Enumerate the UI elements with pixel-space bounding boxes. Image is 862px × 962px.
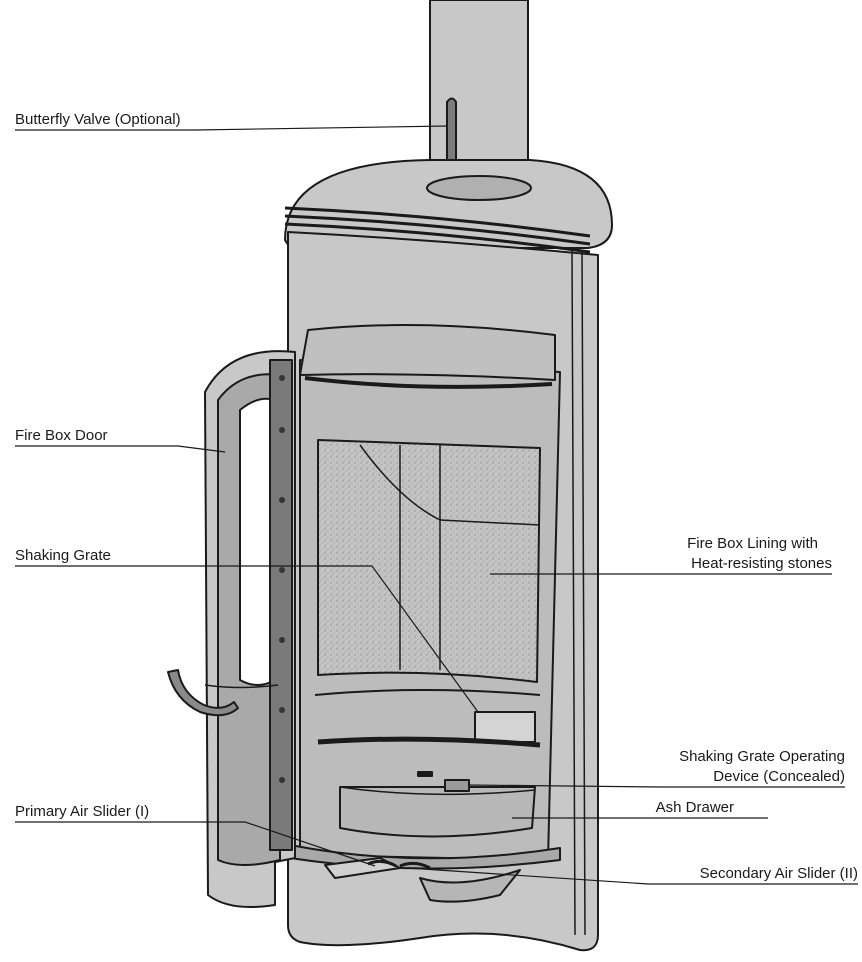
leader-fire-box-door [15,445,226,453]
label-shaking-grate: Shaking Grate [15,547,111,564]
ash-drawer [339,786,536,838]
label-primary-air-slider: Primary Air Slider (I) [15,803,150,820]
door-handle [167,669,239,717]
label-butterfly-valve: Butterfly Valve (Optional) [15,111,181,128]
shaking-grate [474,711,536,743]
butterfly-valve-handle [446,97,457,169]
label-shaking-grate-device-2: Device (Concealed) [713,768,845,785]
label-fire-box-door: Fire Box Door [15,427,108,444]
leader-secondary-air [407,867,858,885]
label-ash-drawer: Ash Drawer [655,799,734,816]
label-fire-box-lining-2: Heat-resisting stones [691,555,832,572]
leader-shaking-grate [15,565,479,713]
leader-primary-air [15,821,376,867]
shaking-grate-device [444,779,470,792]
firebox-top-dome [299,324,556,381]
firebox-lining [317,439,541,683]
label-shaking-grate-device-1: Shaking Grate Operating [679,748,845,765]
leader-shaking-grate-device [467,784,845,788]
label-fire-box-lining-1: Fire Box Lining with [687,535,818,552]
leader-butterfly-valve [15,125,449,131]
stove-top-cap [284,159,613,249]
label-secondary-air-slider: Secondary Air Slider (II) [699,865,858,882]
